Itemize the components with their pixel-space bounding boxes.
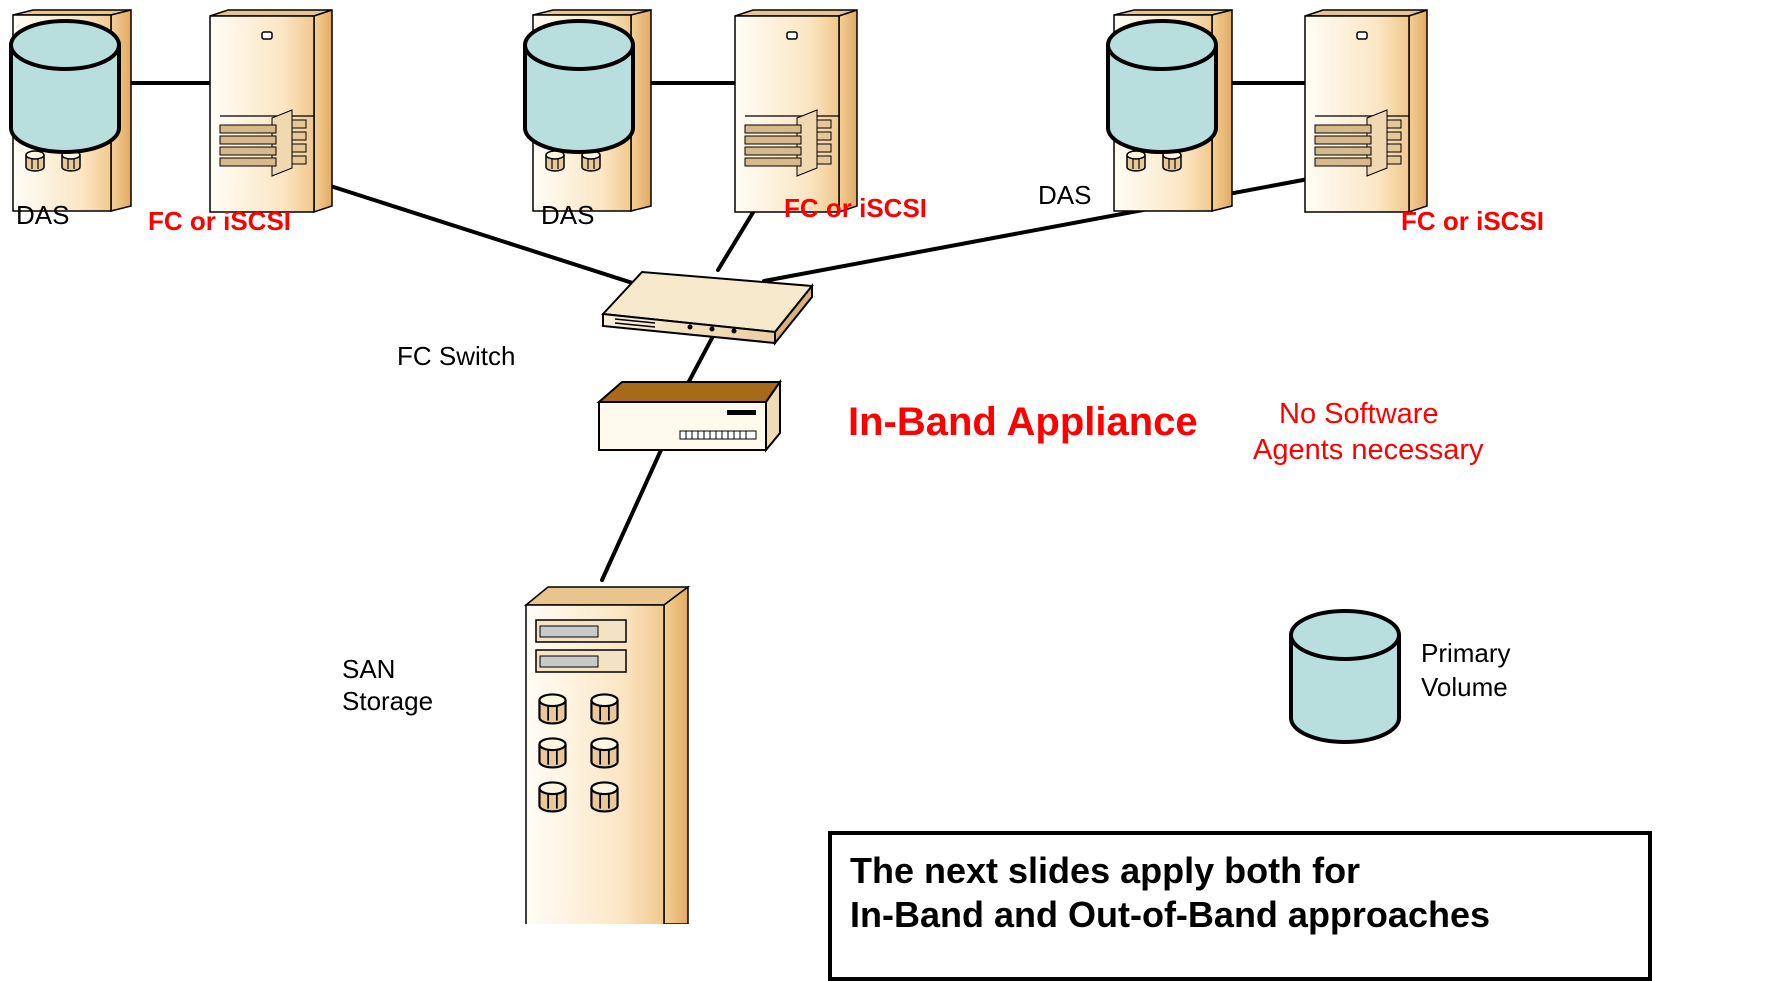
legend-volume-label: Volume (1421, 672, 1508, 702)
note-line-1: The next slides apply both for (850, 850, 1361, 891)
no-software-label: No Software (1279, 398, 1439, 430)
note-line-2: In-Band and Out-of-Band approaches (850, 894, 1491, 935)
primary-volume-3 (1106, 19, 1218, 154)
fc-switch-label: FC Switch (397, 341, 516, 371)
storage-label: Storage (342, 686, 434, 716)
appliance-san-link (600, 448, 663, 582)
note-box: The next slides apply both for In-Band a… (828, 831, 1652, 981)
primary-volume-2 (523, 19, 635, 154)
primary-volume-1 (9, 19, 121, 154)
san-storage-device (523, 585, 691, 924)
server-tower-2 (734, 9, 858, 213)
network-diagram (9, 9, 1428, 924)
in-band-appliance-label: In-Band Appliance (848, 400, 1198, 444)
fc-switch-device (600, 270, 814, 346)
in-band-appliance-device (596, 378, 782, 453)
server-tower-1 (209, 9, 333, 213)
das-label-1: DAS (16, 200, 70, 230)
das-label-2: DAS (541, 200, 595, 230)
san-label: SAN (342, 654, 396, 684)
fc-iscsi-label-2: FC or iSCSI (784, 193, 928, 223)
server-tower-3 (1304, 9, 1428, 213)
connection-lines (118, 81, 1369, 582)
legend-volume-icon (1289, 609, 1401, 744)
fc-iscsi-label-3: FC or iSCSI (1401, 206, 1545, 236)
legend-primary-label: Primary (1421, 638, 1511, 668)
fc-link-server-3 (762, 166, 1369, 283)
fc-link-server-1 (288, 171, 647, 289)
fc-iscsi-label-1: FC or iSCSI (148, 206, 292, 236)
agents-necessary-label: Agents necessary (1253, 434, 1484, 466)
das-label-3: DAS (1038, 180, 1092, 210)
switch-appliance-link (684, 336, 714, 389)
